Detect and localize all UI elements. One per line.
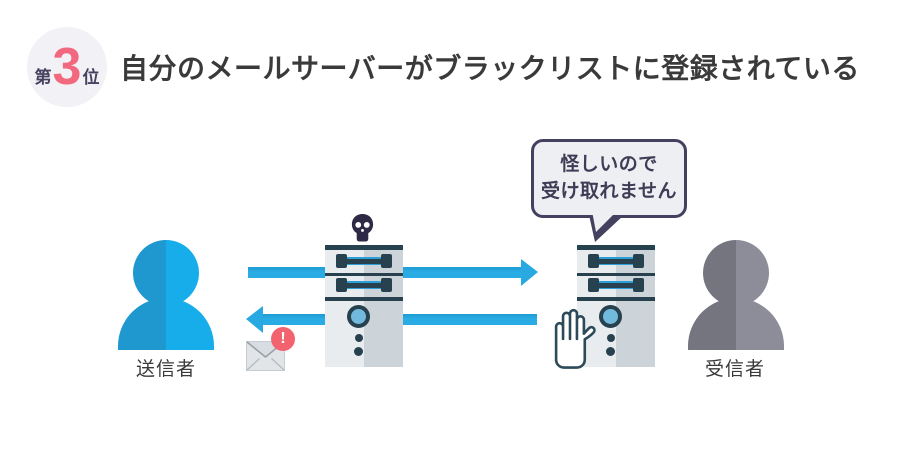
speech-bubble-line1: 怪しいので — [560, 153, 658, 175]
forward-arrowhead-icon — [521, 259, 538, 286]
stop-hand-icon — [554, 308, 596, 369]
power-button-icon — [599, 305, 622, 328]
receiver-head — [703, 240, 769, 306]
power-button-icon — [347, 305, 370, 328]
server-led — [607, 334, 615, 342]
sender-label: 送信者 — [135, 359, 196, 380]
drive-bay-handle — [588, 254, 644, 268]
rank-suffix: 位 — [82, 67, 100, 87]
rank-number: 3 — [52, 38, 82, 96]
receiving-server-icon — [577, 245, 655, 367]
speech-bubble-tail-fill — [592, 211, 617, 232]
error-badge: ! — [271, 327, 295, 351]
blacklisted-server-icon — [325, 245, 403, 367]
server-top-trim — [325, 245, 403, 250]
sender-torso — [118, 298, 214, 350]
server-led — [354, 347, 363, 356]
return-arrowhead-icon — [246, 306, 263, 333]
server-top-trim — [577, 245, 655, 250]
server-divider — [577, 273, 655, 276]
drive-bay-handle — [336, 278, 392, 292]
receiver-label: 受信者 — [704, 359, 765, 380]
receiver-person-icon — [688, 240, 784, 373]
server-divider — [577, 297, 655, 301]
page-title: 自分のメールサーバーがブラックリストに登録されている — [120, 53, 860, 84]
server-divider — [325, 297, 403, 301]
server-led — [355, 334, 363, 342]
exclamation-icon: ! — [280, 330, 286, 347]
server-divider — [325, 273, 403, 276]
skull-icon — [351, 214, 374, 242]
rank-prefix: 第 — [34, 67, 52, 87]
sender-head — [133, 240, 199, 306]
drive-bay-handle — [336, 254, 392, 268]
speech-bubble: 怪しいので 受け取れません — [531, 139, 687, 218]
drive-bay-handle — [588, 278, 644, 292]
server-led — [606, 347, 615, 356]
speech-bubble-line2: 受け取れません — [541, 180, 677, 202]
rank-badge: 第 3 位 — [27, 27, 107, 107]
sender-person-icon — [118, 240, 214, 373]
receiver-torso — [688, 298, 784, 350]
